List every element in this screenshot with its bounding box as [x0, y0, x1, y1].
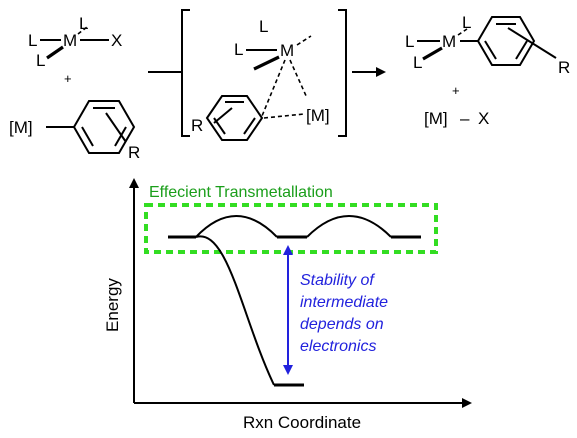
ts-ligand-top: L: [259, 17, 268, 36]
annotation-line-3: depends on: [300, 316, 384, 333]
product-substituent: R: [558, 58, 570, 77]
annotation-line-1: Stability of: [300, 272, 375, 289]
product-substituent-bond: [507, 27, 557, 59]
ts-hash-bond: [296, 35, 312, 46]
ts-benzene-ring: [205, 95, 264, 141]
reactant-metal: M: [63, 31, 77, 50]
y-axis-label: Energy: [103, 278, 122, 332]
x-axis-label: Rxn Coordinate: [243, 413, 361, 432]
product-ligand-top: L: [462, 13, 471, 32]
product-hash-bond: [457, 28, 468, 36]
product-metal: M: [442, 32, 456, 51]
byproduct-metal-group: [M]: [424, 109, 448, 128]
ts-substituent-bond: [213, 107, 233, 124]
ts-substituent: R: [191, 116, 203, 135]
intermediate-curve: [195, 235, 275, 386]
product-wedge-bond: [422, 46, 443, 61]
ts-dash-m-c: [261, 59, 286, 117]
barrier-curve-2: [306, 215, 392, 238]
ts-wedge-bond: [253, 55, 280, 71]
aryl-substituent-bond: [105, 112, 127, 143]
plus-sign-bottom: +: [452, 83, 460, 98]
reactant-complex: L L L M X: [28, 14, 122, 70]
reactant-hash-bond: [77, 26, 88, 35]
reactant-ligand-lower: L: [36, 51, 45, 70]
aryl-metal-group: [M]: [9, 118, 33, 137]
reactant-wedge-bond: [46, 45, 64, 60]
product-complex: L L L M R: [405, 13, 570, 77]
annotation-line-4: electronics: [300, 338, 376, 355]
transition-state: L L M R [M]: [181, 9, 347, 141]
product-benzene-ring: [476, 16, 536, 66]
ts-dash-m-m: [289, 59, 308, 99]
reactant-halide: X: [111, 31, 122, 50]
efficient-transmetallation-label: Effecient Transmetallation: [149, 184, 333, 201]
aryl-benzene-ring: [72, 100, 136, 154]
byproduct: [M] – X: [424, 109, 489, 128]
aryl-substituent: R: [128, 143, 140, 162]
byproduct-halide: X: [478, 109, 489, 128]
energy-diagram: Energy Rxn Coordinate Effecient Transmet…: [103, 178, 472, 432]
bracket-right: [338, 9, 347, 137]
ts-dash-c-m: [263, 113, 305, 119]
efficient-transmetallation-box: [144, 203, 438, 254]
ts-metal-group: [M]: [306, 106, 330, 125]
product-ligand-left: L: [405, 32, 414, 51]
ts-metal: M: [280, 41, 294, 60]
barrier-curve-1: [195, 215, 278, 238]
ts-ligand-left: L: [234, 40, 243, 59]
reactant-ligand-left: L: [28, 31, 37, 50]
bracket-left: [181, 9, 190, 137]
product-ligand-lower: L: [413, 53, 422, 72]
plus-sign-top: +: [64, 71, 72, 86]
annotation-line-2: intermediate: [300, 294, 388, 311]
byproduct-dash: –: [460, 109, 470, 128]
aryl-reagent: [M] R: [9, 100, 140, 162]
reactant-ligand-top: L: [79, 14, 88, 33]
